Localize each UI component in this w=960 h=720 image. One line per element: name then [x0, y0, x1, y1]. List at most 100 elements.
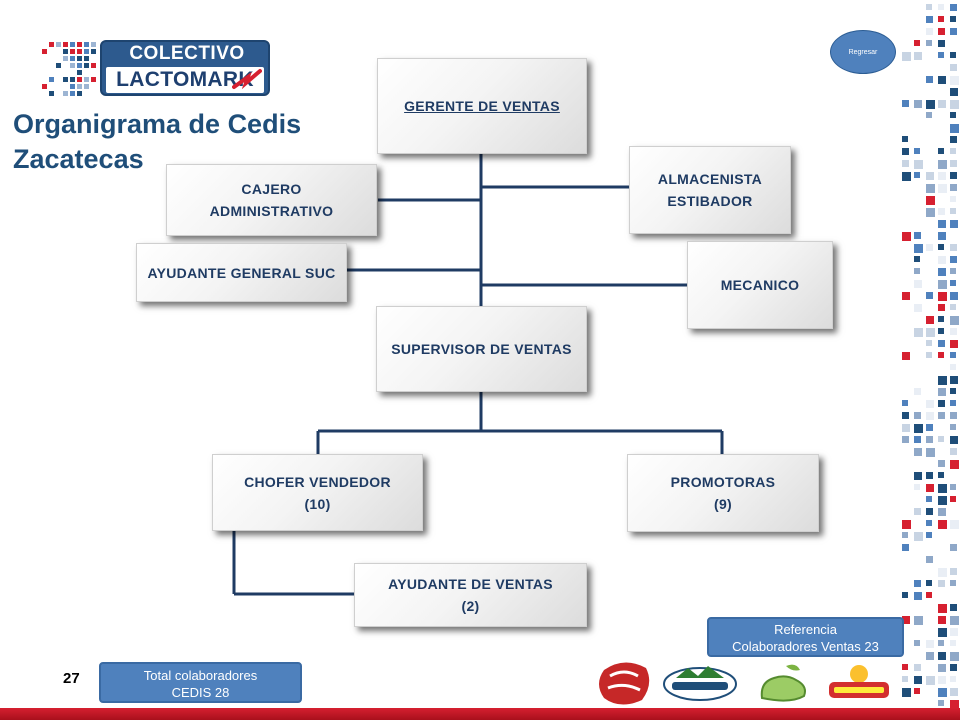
pattern-square — [938, 220, 946, 228]
pattern-square — [926, 40, 932, 46]
pattern-square — [950, 520, 959, 529]
org-label-cajero-line1: CAJERO — [241, 181, 302, 197]
pattern-square — [902, 664, 908, 670]
pattern-square — [950, 184, 957, 191]
org-label-almacenista-line2: ESTIBADOR — [667, 193, 753, 209]
pattern-square — [926, 28, 933, 35]
pattern-square — [950, 160, 957, 167]
pattern-square — [926, 532, 932, 538]
regresar-button[interactable]: Regresar — [830, 30, 896, 74]
pattern-square — [938, 100, 946, 108]
pattern-square — [926, 556, 933, 563]
pattern-square — [938, 232, 946, 240]
logo-text-colectivo: COLECTIVO — [129, 43, 245, 64]
logo-dot — [70, 91, 75, 96]
pattern-square — [938, 292, 947, 301]
pattern-square — [914, 328, 923, 337]
logo-dot — [42, 49, 47, 54]
org-box-supervisor-ventas: SUPERVISOR DE VENTAS — [376, 306, 587, 392]
pattern-square — [938, 316, 944, 322]
org-label-gerente-ventas: GERENTE DE VENTAS — [404, 98, 560, 114]
pattern-square — [926, 508, 933, 515]
org-label-mecanico: MECANICO — [720, 277, 800, 293]
org-count-chofer: (10) — [304, 495, 331, 512]
pattern-square — [902, 436, 909, 443]
pattern-square — [926, 340, 932, 346]
logo-dot — [63, 56, 68, 61]
pattern-square — [914, 424, 923, 433]
org-label-promotoras: PROMOTORAS — [670, 474, 776, 490]
pattern-square — [938, 628, 947, 637]
pattern-square — [938, 580, 945, 587]
logo-dot — [77, 63, 82, 68]
pattern-square — [950, 124, 959, 133]
pattern-square — [950, 88, 958, 96]
pattern-square — [938, 508, 946, 516]
pattern-square — [950, 664, 957, 671]
pattern-square — [950, 340, 958, 348]
pattern-square — [938, 484, 947, 493]
pattern-square — [950, 376, 958, 384]
pattern-square — [914, 232, 921, 239]
pattern-square — [926, 328, 935, 337]
pattern-square — [950, 52, 956, 58]
pattern-square — [902, 532, 908, 538]
pattern-square — [926, 520, 932, 526]
pattern-square — [950, 460, 959, 469]
logo-dot — [84, 42, 89, 47]
pattern-square — [902, 616, 910, 624]
pattern-square — [950, 496, 956, 502]
pattern-square — [950, 352, 956, 358]
logo-dot — [84, 84, 89, 89]
pattern-square — [926, 472, 933, 479]
pattern-square — [938, 472, 944, 478]
pattern-square — [902, 424, 910, 432]
org-box-gerente-ventas[interactable]: GERENTE DE VENTAS — [377, 58, 587, 154]
org-label-ayudante-general: AYUDANTE GENERAL SUC — [147, 264, 336, 281]
org-box-mecanico: MECANICO — [687, 241, 833, 329]
pattern-square — [950, 676, 956, 682]
org-label-almacenista-line1: ALMACENISTA — [657, 171, 763, 187]
pattern-square — [926, 76, 933, 83]
pattern-square — [926, 448, 935, 457]
pattern-square — [938, 244, 944, 250]
logo-dot — [49, 42, 54, 47]
org-box-ayudante-general: AYUDANTE GENERAL SUC — [136, 243, 347, 302]
pattern-square — [950, 76, 959, 85]
page-title: Organigrama de Cedis Zacatecas — [13, 107, 333, 177]
logo-dot — [84, 63, 89, 68]
pattern-square — [926, 580, 932, 586]
pattern-square — [950, 424, 956, 430]
pattern-square — [926, 496, 932, 502]
pattern-square — [950, 148, 956, 154]
org-count-promotoras: (9) — [713, 496, 732, 512]
bottom-red-bar — [0, 708, 960, 720]
pattern-square — [914, 304, 922, 312]
pattern-square — [914, 100, 922, 108]
pattern-square — [950, 388, 956, 394]
logo-dot — [70, 42, 75, 47]
total-line2: CEDIS 28 — [171, 685, 230, 700]
pattern-square — [914, 412, 921, 419]
pattern-square — [938, 148, 944, 154]
logo-dot — [91, 63, 96, 68]
org-box-cajero-administrativo: CAJERO ADMINISTRATIVO — [166, 164, 377, 236]
pattern-square — [902, 412, 909, 419]
logo-dot — [49, 91, 54, 96]
pattern-square — [950, 64, 957, 71]
pattern-square — [938, 304, 945, 311]
pattern-square — [914, 676, 922, 684]
pattern-square — [926, 112, 932, 118]
pattern-square — [926, 592, 932, 598]
pattern-square — [950, 172, 957, 179]
pattern-square — [902, 100, 909, 107]
pattern-square — [914, 52, 922, 60]
logo-swoosh-icon — [232, 69, 262, 90]
pattern-square — [938, 640, 944, 646]
total-line1: Total colaboradores — [143, 668, 258, 683]
pattern-square — [950, 316, 959, 325]
referencia-line2: Colaboradores Ventas 23 — [732, 639, 879, 654]
pattern-square — [926, 316, 934, 324]
pattern-square — [950, 580, 956, 586]
pattern-square — [950, 400, 956, 406]
